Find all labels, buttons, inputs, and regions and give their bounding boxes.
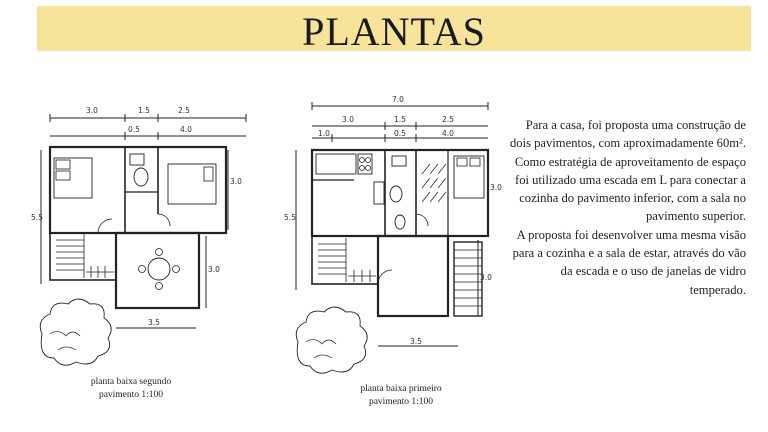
dim-top-3: 2.5 [178, 106, 190, 115]
caption-line2: pavimento 1:100 [368, 397, 434, 407]
dim-overall: 7.0 [392, 95, 404, 104]
dim-right-upper: 3.0 [230, 177, 242, 186]
caption-second-floor: planta baixa segundo pavimento 1:100 [66, 376, 196, 402]
dim-bottom: 3.5 [410, 337, 422, 346]
dim-right-upper: 3.0 [490, 183, 502, 192]
caption-first-floor: planta baixa primeiro pavimento 1:100 [336, 383, 466, 409]
caption-line2: pavimento 1:100 [98, 390, 164, 400]
dim-top-2: 1.5 [394, 115, 406, 124]
dim-mid-2: 4.0 [180, 125, 192, 134]
dim-top-2: 1.5 [138, 106, 150, 115]
caption-line1: planta baixa primeiro [360, 384, 442, 394]
dim-mid-1: 0.5 [128, 125, 140, 134]
dim-top-1: 3.0 [86, 106, 98, 115]
dim-bottom: 3.5 [148, 318, 160, 327]
dim-right-lower: 3.0 [208, 265, 220, 274]
dim-mid-2: 0.5 [394, 129, 406, 138]
title-band: PLANTAS [37, 6, 751, 54]
dim-top-3: 2.5 [442, 115, 454, 124]
dim-left: 5.5 [284, 213, 296, 222]
description-paragraph-1: Para a casa, foi proposta uma construção… [509, 118, 746, 224]
dim-top-1: 3.0 [342, 115, 354, 124]
page-title: PLANTAS [302, 9, 486, 54]
dim-mid-1: 1.0 [318, 129, 330, 138]
dim-mid-3: 4.0 [442, 129, 454, 138]
dim-left: 5.5 [31, 213, 43, 222]
description-text: Para a casa, foi proposta uma construção… [508, 116, 746, 299]
caption-line1: planta baixa segundo [90, 377, 172, 387]
floor-plan-second: 3.0 1.5 2.5 0.5 4.0 5.5 3.0 3.0 3.5 [28, 102, 260, 380]
dim-right-lower: 3.0 [480, 273, 492, 282]
floor-plan-first: 7.0 3.0 1.5 2.5 1.0 0.5 4.0 5.5 3.0 3.0 … [282, 94, 514, 384]
description-paragraph-2: A proposta foi desenvolver uma mesma vis… [512, 227, 746, 297]
